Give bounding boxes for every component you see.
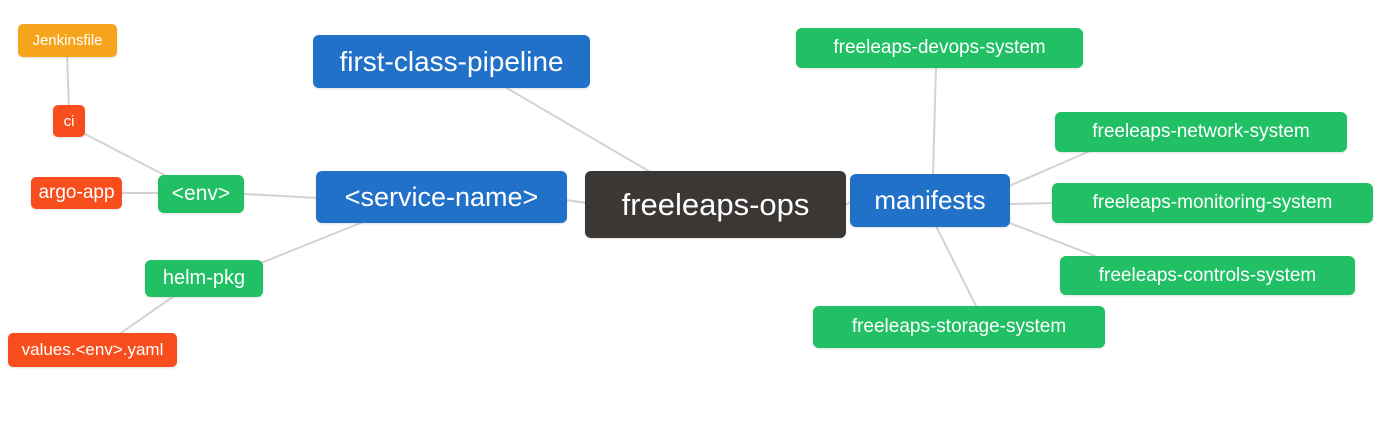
- node-manifests[interactable]: manifests: [850, 174, 1010, 227]
- edge-manifests-storage: [935, 225, 978, 309]
- node-helm-pkg[interactable]: helm-pkg: [145, 260, 263, 297]
- edge-pipeline-freeleaps-ops: [504, 86, 653, 174]
- node-service-name[interactable]: <service-name>: [316, 171, 567, 223]
- node-freeleaps-storage-system[interactable]: freeleaps-storage-system: [813, 306, 1105, 348]
- node-values-env-yaml[interactable]: values.<env>.yaml: [8, 333, 177, 367]
- node-argo-app[interactable]: argo-app: [31, 177, 122, 209]
- edge-ci-env: [82, 132, 173, 180]
- edge-manifests-monitoring: [1008, 202, 1055, 205]
- node-freeleaps-ops[interactable]: freeleaps-ops: [585, 171, 846, 238]
- edge-manifests-devops: [932, 66, 937, 176]
- edge-helm-pkg-values: [117, 295, 175, 336]
- node-first-class-pipeline[interactable]: first-class-pipeline: [313, 35, 590, 88]
- edge-env-service-name: [243, 193, 319, 199]
- node-freeleaps-controls-system[interactable]: freeleaps-controls-system: [1060, 256, 1355, 295]
- node-jenkinsfile[interactable]: Jenkinsfile: [18, 24, 117, 57]
- edge-service-name-helm-pkg: [260, 221, 364, 264]
- edge-manifests-network: [1008, 150, 1091, 187]
- node-freeleaps-devops-system[interactable]: freeleaps-devops-system: [796, 28, 1083, 68]
- edge-service-name-ops: [565, 199, 587, 204]
- node-freeleaps-monitoring-system[interactable]: freeleaps-monitoring-system: [1052, 183, 1373, 223]
- node-freeleaps-network-system[interactable]: freeleaps-network-system: [1055, 112, 1347, 152]
- node-ci[interactable]: ci: [53, 105, 85, 137]
- edge-manifests-controls: [1006, 221, 1101, 259]
- node-env[interactable]: <env>: [158, 175, 244, 213]
- edge-jenkinsfile-ci: [66, 54, 70, 108]
